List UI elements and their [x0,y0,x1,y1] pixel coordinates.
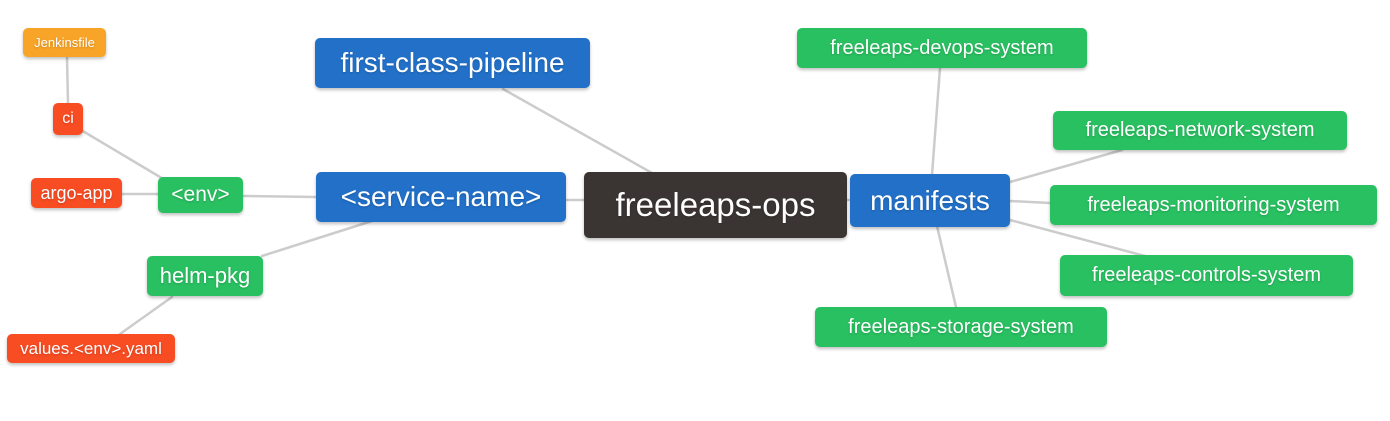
node-values-env-yaml[interactable]: values.<env>.yaml [7,334,175,363]
edge-jenkinsfile-ci [65,55,70,105]
edge-values-helmpkg [118,295,174,336]
edge-manifests-devops [930,66,942,177]
edge-manifests-monitoring [1008,199,1052,205]
node-controls-system[interactable]: freeleaps-controls-system [1060,255,1353,296]
node-devops-system[interactable]: freeleaps-devops-system [797,28,1087,68]
node-ci[interactable]: ci [53,103,83,135]
edge-pipeline-ops [501,87,654,175]
node-argo-app[interactable]: argo-app [31,178,122,208]
edge-manifests-controls [1008,218,1147,258]
node-jenkinsfile[interactable]: Jenkinsfile [23,28,106,57]
node-service-name[interactable]: <service-name> [316,172,566,222]
edge-manifests-storage [935,224,958,309]
node-storage-system[interactable]: freeleaps-storage-system [815,307,1107,347]
edge-manifests-network [1008,148,1124,184]
edge-ci-env [79,128,167,182]
node-env[interactable]: <env> [158,177,243,213]
node-helm-pkg[interactable]: helm-pkg [147,256,263,296]
node-manifests[interactable]: manifests [850,174,1010,227]
node-freeleaps-ops[interactable]: freeleaps-ops [584,172,847,238]
node-monitoring-system[interactable]: freeleaps-monitoring-system [1050,185,1377,225]
edge-helmpkg-servicename [260,219,374,258]
node-first-class-pipeline[interactable]: first-class-pipeline [315,38,590,88]
edge-env-servicename [241,194,318,199]
node-network-system[interactable]: freeleaps-network-system [1053,111,1347,150]
